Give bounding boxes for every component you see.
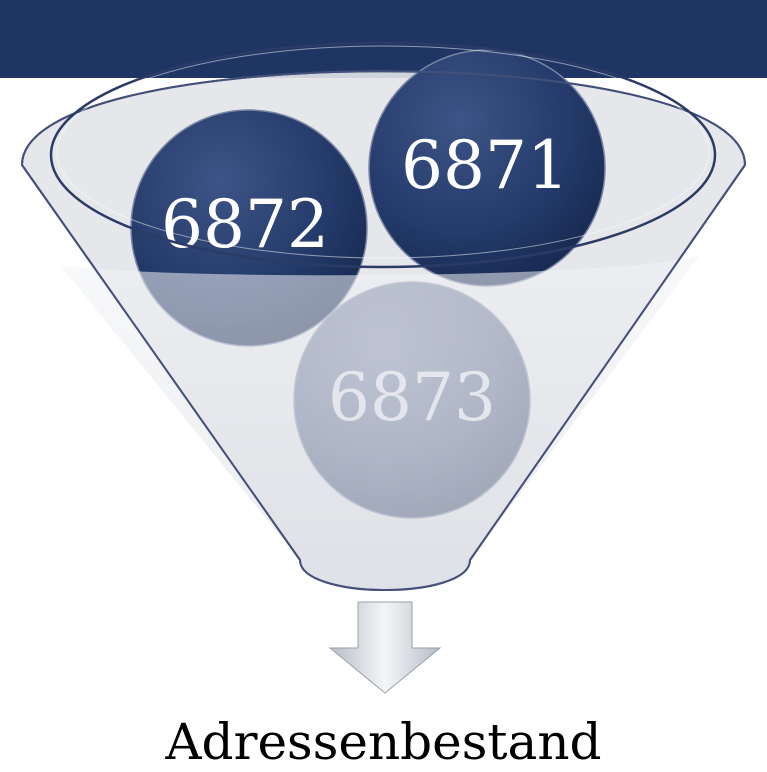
header-bar — [0, 0, 767, 78]
output-label: Adressenbestand — [165, 713, 602, 771]
funnel-item-label: 6872 — [161, 186, 329, 263]
funnel-item-label: 6871 — [401, 127, 569, 204]
funnel-rim — [49, 41, 717, 269]
funnel-outline — [20, 70, 747, 591]
funnel-glass — [60, 255, 700, 590]
funnel-item-6871: 6871 — [368, 49, 606, 287]
arrow-down-icon — [328, 601, 442, 694]
